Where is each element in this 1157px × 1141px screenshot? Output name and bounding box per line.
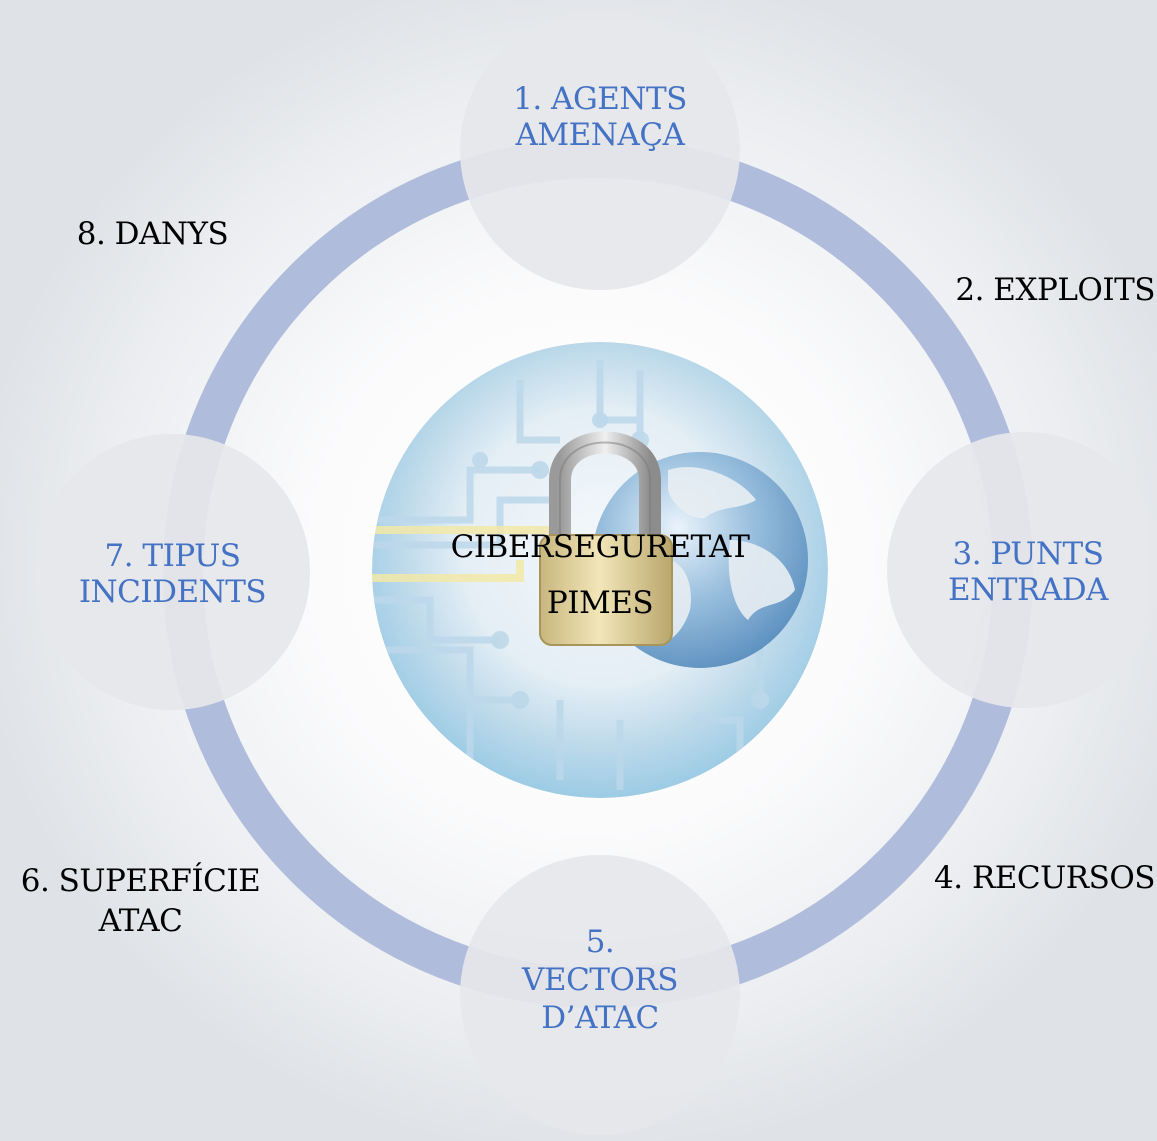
node-label-line: ENTRADA xyxy=(948,572,1108,608)
node-circle-tipus-incidents xyxy=(34,434,310,710)
node-label-line: VECTORS xyxy=(522,962,678,998)
center-title: CIBERSEGURETAT PIMES xyxy=(430,520,770,630)
node-label-agents-amenaca: 1. AGENTS AMENAÇA xyxy=(470,78,730,156)
node-label-line: 3. PUNTS xyxy=(952,536,1104,572)
center-title-line-2: PIMES xyxy=(546,585,654,621)
node-label-tipus-incidents: 7. TIPUS INCIDENTS xyxy=(50,535,295,613)
center-title-line-1: CIBERSEGURETAT xyxy=(450,529,750,565)
node-label-punts-entrada: 3. PUNTS ENTRADA xyxy=(900,533,1156,611)
connector-label-line: 4. RECURSOS xyxy=(934,860,1155,896)
node-label-line: 1. AGENTS xyxy=(513,81,687,117)
connector-label-danys: 8. DANYS xyxy=(55,216,250,252)
connector-label-superficie-atac: 6. SUPERFÍCIE ATAC xyxy=(8,860,273,942)
connector-label-line: 8. DANYS xyxy=(76,216,229,252)
connector-label-line: 2. EXPLOITS xyxy=(955,272,1155,308)
node-label-line: D’ATAC xyxy=(541,1000,659,1036)
connector-label-recursos: 4. RECURSOS xyxy=(910,860,1155,896)
connector-label-line: 6. SUPERFÍCIE xyxy=(20,863,261,899)
connector-label-line: ATAC xyxy=(98,903,183,939)
node-circle-agents-amenaca xyxy=(460,10,740,290)
node-label-line: 5. xyxy=(585,924,615,960)
connector-label-exploits: 2. EXPLOITS xyxy=(930,272,1155,308)
padlock-globe-circuit-icon xyxy=(372,342,828,798)
node-label-line: 7. TIPUS xyxy=(104,538,241,574)
node-circle-vectors-atac xyxy=(460,855,740,1135)
node-circle-punts-entrada xyxy=(887,432,1157,708)
node-label-vectors-atac: 5. VECTORS D’ATAC xyxy=(470,920,730,1040)
node-label-line: AMENAÇA xyxy=(515,117,685,153)
node-label-line: INCIDENTS xyxy=(78,574,267,610)
